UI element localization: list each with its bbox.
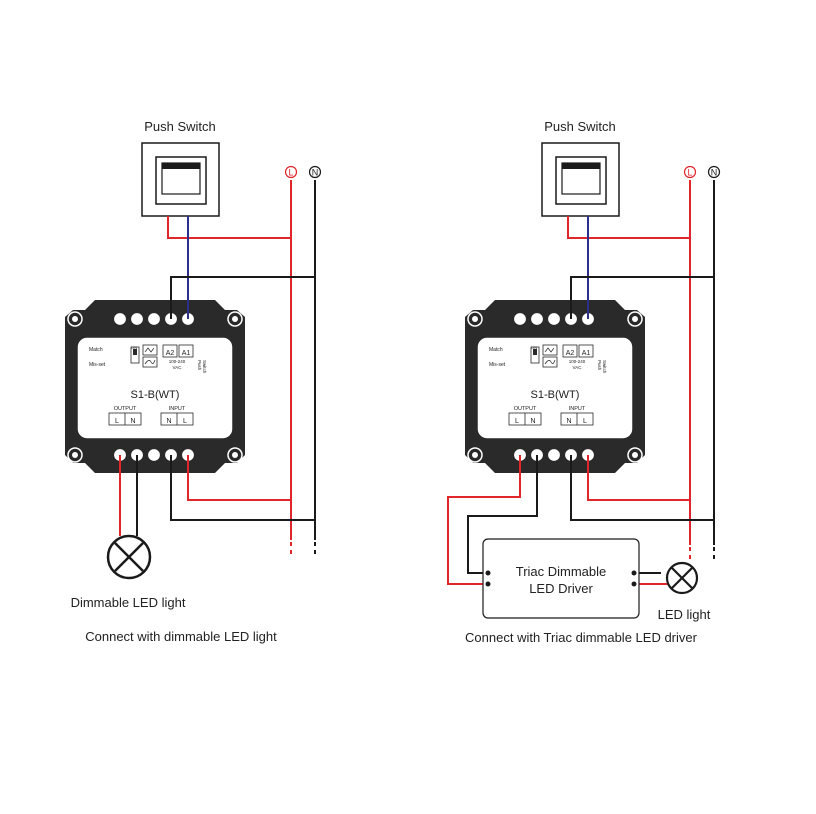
left-push-label: Push (197, 360, 202, 371)
left-in-n: N (166, 418, 171, 425)
right-switch-title: Push Switch (544, 119, 616, 134)
left-input-label: INPUT (169, 406, 186, 412)
right-misset-label: Mis-set (489, 362, 506, 368)
left-caption: Connect with dimmable LED light (85, 629, 277, 644)
left-out-l: L (115, 418, 119, 425)
right-lamp-icon (665, 561, 699, 595)
left-load-label: Dimmable LED light (71, 595, 186, 610)
right-diagram: L N Triac Dimmable LED Driver Match Mis-… (447, 119, 721, 645)
right-vac-label: VAC (573, 365, 583, 370)
left-a1-label: A1 (182, 350, 191, 357)
right-push-switch (541, 142, 620, 217)
right-voltage-label: 100-240 (569, 359, 586, 364)
left-diagram: L N Match Mis-set ON A2 A1 100-240 VAC P… (64, 119, 322, 644)
left-line-marker: L (288, 168, 293, 178)
left-on-label: ON (131, 345, 137, 350)
right-out-n: N (530, 418, 535, 425)
left-module (64, 299, 246, 474)
right-output-label: OUTPUT (514, 406, 537, 412)
left-output-label: OUTPUT (114, 406, 137, 412)
right-driver-box (482, 538, 640, 619)
right-match-label: Match (489, 347, 503, 353)
right-caption: Connect with Triac dimmable LED driver (465, 630, 698, 645)
right-neutral-marker: N (711, 168, 718, 178)
right-in-l: L (583, 418, 587, 425)
right-switch-label: Switch (602, 360, 607, 374)
left-lamp-icon (106, 534, 152, 580)
left-module-name: S1-B(WT) (131, 389, 180, 401)
right-module (464, 299, 646, 474)
left-neutral-marker: N (312, 168, 319, 178)
right-on-label: ON (531, 345, 537, 350)
right-push-label: Push (597, 360, 602, 371)
left-in-l: L (183, 418, 187, 425)
left-match-label: Match (89, 347, 103, 353)
left-switch-label: Switch (202, 360, 207, 374)
right-in-n: N (566, 418, 571, 425)
left-push-switch (141, 142, 220, 217)
right-line-marker: L (687, 168, 692, 178)
left-voltage-label: 100-240 (169, 359, 186, 364)
left-switch-title: Push Switch (144, 119, 216, 134)
right-driver-line2: LED Driver (529, 581, 593, 596)
left-a2-label: A2 (166, 350, 175, 357)
left-misset-label: Mis-set (89, 362, 106, 368)
right-out-l: L (515, 418, 519, 425)
left-out-n: N (130, 418, 135, 425)
right-module-name: S1-B(WT) (531, 389, 580, 401)
right-a1-label: A1 (582, 350, 591, 357)
left-wires (119, 180, 316, 556)
right-input-label: INPUT (569, 406, 586, 412)
right-a2-label: A2 (566, 350, 575, 357)
right-driver-line1: Triac Dimmable (516, 564, 607, 579)
left-vac-label: VAC (173, 365, 183, 370)
right-load-label: LED light (658, 607, 711, 622)
